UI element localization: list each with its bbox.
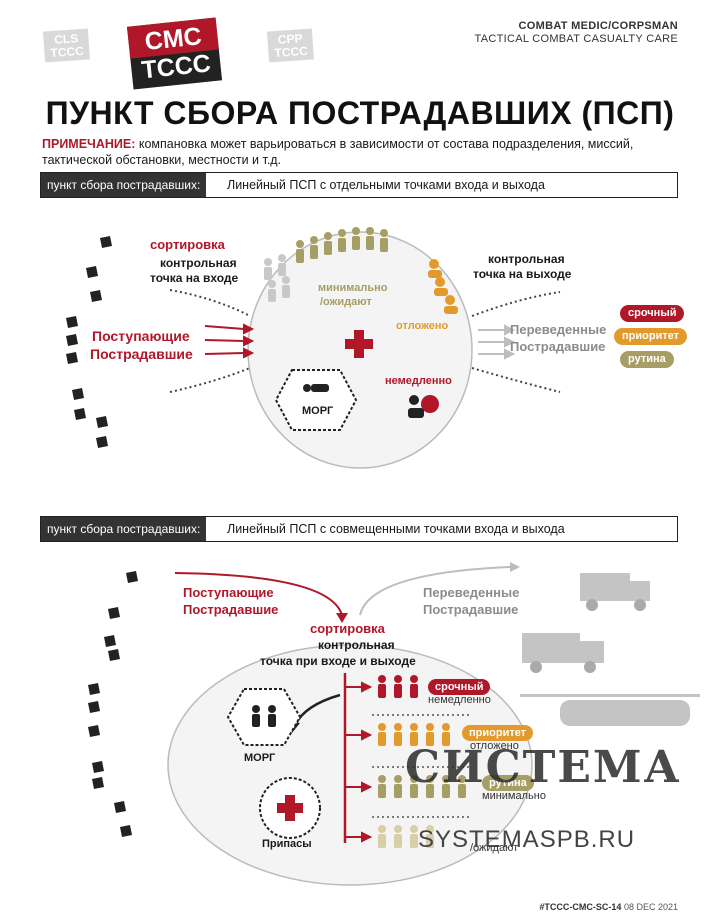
incoming-casualty-icons-1	[66, 236, 112, 448]
section1-bar: пункт сбора пострадавших: Линейный ПСП с…	[40, 172, 678, 198]
section2-diagram	[88, 562, 700, 886]
incoming-casualty-icons-2	[88, 571, 138, 837]
s1-outgoing-line2: Пострадавшие	[510, 339, 606, 354]
s2-incoming-line1: Поступающие	[183, 585, 274, 600]
note: ПРИМЕЧАНИЕ: компановка может варьировать…	[42, 136, 672, 169]
pill-priority: приоритет	[614, 328, 688, 345]
s2-urgent-people	[378, 675, 418, 698]
outgoing-arrows	[478, 324, 516, 360]
s2-outgoing-curve	[359, 566, 511, 616]
truck-icon-1	[580, 573, 650, 611]
s2-sub-minimal: минимально	[482, 790, 546, 802]
s1-exit-line1: контрольная	[488, 252, 565, 266]
header-line-1: COMBAT MEDIC/CORPSMAN	[518, 20, 678, 32]
pill-routine: рутина	[620, 351, 674, 368]
s2-expectant-people	[378, 825, 434, 848]
s2-pill-priority: приоритет	[462, 725, 534, 741]
note-label: ПРИМЕЧАНИЕ:	[42, 137, 136, 151]
s2-outgoing-line1: Переведенные	[423, 585, 520, 600]
incoming-path-top	[169, 289, 251, 317]
s1-entry-line1: контрольная	[160, 256, 237, 270]
section2-bar-key: пункт сбора пострадавших:	[41, 517, 207, 541]
s2-supplies-label: Припасы	[262, 838, 312, 850]
s2-priority-people	[378, 723, 450, 746]
s2-sub-immediate: немедленно	[428, 694, 491, 706]
watermark-brand: СИСТЕМА	[405, 742, 682, 793]
incoming-arrows	[204, 323, 255, 359]
delayed-group-icons	[428, 259, 458, 314]
s2-sub-expectant: /ожидают	[470, 842, 519, 854]
s2-pill-routine: рутина	[482, 775, 534, 791]
truck-icon-2	[522, 633, 604, 673]
incoming-path-bottom	[169, 367, 251, 393]
footer: #TCCC-CMC-SC-14 08 DEC 2021	[539, 902, 678, 912]
s2-checkpoint-line2: точка при входе и выходе	[260, 654, 416, 668]
minimal-group-icons	[296, 227, 388, 263]
s2-row-dividers	[372, 714, 470, 818]
s2-incoming-line2: Пострадавшие	[183, 602, 279, 617]
cpp-badge-bottom: TCCC	[273, 43, 309, 60]
s1-incoming-line2: Пострадавшие	[90, 346, 193, 362]
s2-checkpoint-line1: контрольная	[318, 638, 395, 652]
cls-badge-bottom: TCCC	[49, 43, 85, 60]
outgoing-path-top	[471, 291, 561, 317]
morgue-hexagon	[274, 369, 358, 431]
s2-routine-people	[378, 775, 466, 798]
s1-immediate-label: немедленно	[385, 375, 452, 387]
s2-morgue-label: МОРГ	[244, 752, 276, 764]
s2-branch-arrows	[345, 681, 373, 843]
s2-incoming-arrowhead	[336, 613, 348, 623]
s1-morgue-label: МОРГ	[302, 405, 334, 417]
cmc-badge-bottom: TCCC	[140, 49, 213, 85]
s2-incoming-curve	[174, 572, 343, 616]
cpp-badge: CPP TCCC	[266, 28, 315, 63]
s2-outgoing-arrowhead	[510, 562, 520, 572]
helicopter-icon	[520, 694, 700, 726]
header-line-2: TACTICAL COMBAT CASUALTY CARE	[474, 33, 678, 45]
section2-bar-value: Линейный ПСП с совмещенными точками вход…	[227, 522, 565, 536]
footer-code: #TCCC-CMC-SC-14	[539, 902, 622, 912]
watermark-url: SYSTEMASPB.RU	[418, 826, 636, 853]
section2-bar: пункт сбора пострадавших: Линейный ПСП с…	[40, 516, 678, 542]
page-title: ПУНКТ СБОРА ПОСТРАДАВШИХ (ПСП)	[45, 95, 675, 131]
s2-supplies-cross-icon	[277, 795, 303, 821]
cls-badge: CLS TCCC	[42, 28, 91, 63]
s2-sort-label: сортировка	[310, 621, 385, 636]
section1-bar-value: Линейный ПСП с отдельными точками входа …	[227, 178, 545, 192]
section1-diagram	[66, 227, 561, 469]
s1-sort-label: сортировка	[150, 237, 225, 252]
s1-incoming-line1: Поступающие	[92, 328, 190, 344]
body-bag-icon	[303, 384, 329, 392]
s1-delayed-label: отложено	[396, 320, 449, 332]
s2-morgue-hexagon	[226, 688, 302, 746]
section1-bar-key: пункт сбора пострадавших:	[41, 173, 207, 197]
immediate-casualty-icon	[408, 395, 439, 418]
s2-sub-delayed: отложено	[470, 740, 519, 752]
s1-entry-line2: точка на входе	[150, 271, 239, 285]
s2-pill-urgent: срочный	[428, 679, 491, 695]
s1-exit-line2: точка на выходе	[473, 267, 572, 281]
s2-morgue-people-icon	[252, 705, 276, 727]
medical-cross-icon	[345, 330, 373, 358]
footer-date: 08 DEC 2021	[623, 902, 678, 912]
s1-minimal-line1: минимально	[318, 282, 388, 294]
pill-urgent: срочный	[620, 305, 685, 322]
walking-wounded-icons	[264, 254, 290, 302]
s1-minimal-line2: /ожидают	[320, 296, 372, 308]
s1-outgoing-line1: Переведенные	[510, 322, 607, 337]
s2-outgoing-line2: Пострадавшие	[423, 602, 519, 617]
outgoing-path-bottom	[471, 367, 561, 393]
cmc-badge: CMC TCCC	[126, 17, 223, 90]
note-text: компановка может варьироваться в зависим…	[42, 137, 634, 168]
